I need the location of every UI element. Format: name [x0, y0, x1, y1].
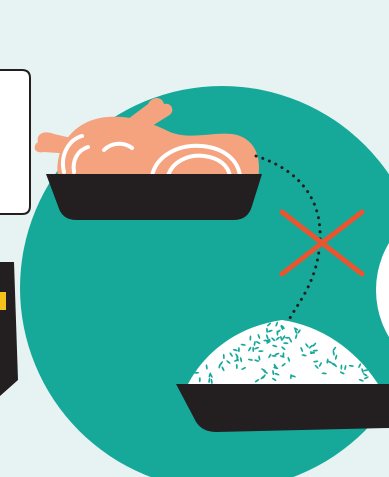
left-panel-card [0, 70, 30, 214]
rice-grain-gap [263, 340, 268, 342]
top-bowl [46, 174, 262, 220]
bottom-bowl [176, 384, 389, 432]
left-panel-accent-strip [0, 292, 6, 310]
rice-grain-gap [285, 337, 290, 339]
left-panel-dark-shape [0, 262, 18, 396]
left-neighbour-panel [0, 70, 30, 396]
